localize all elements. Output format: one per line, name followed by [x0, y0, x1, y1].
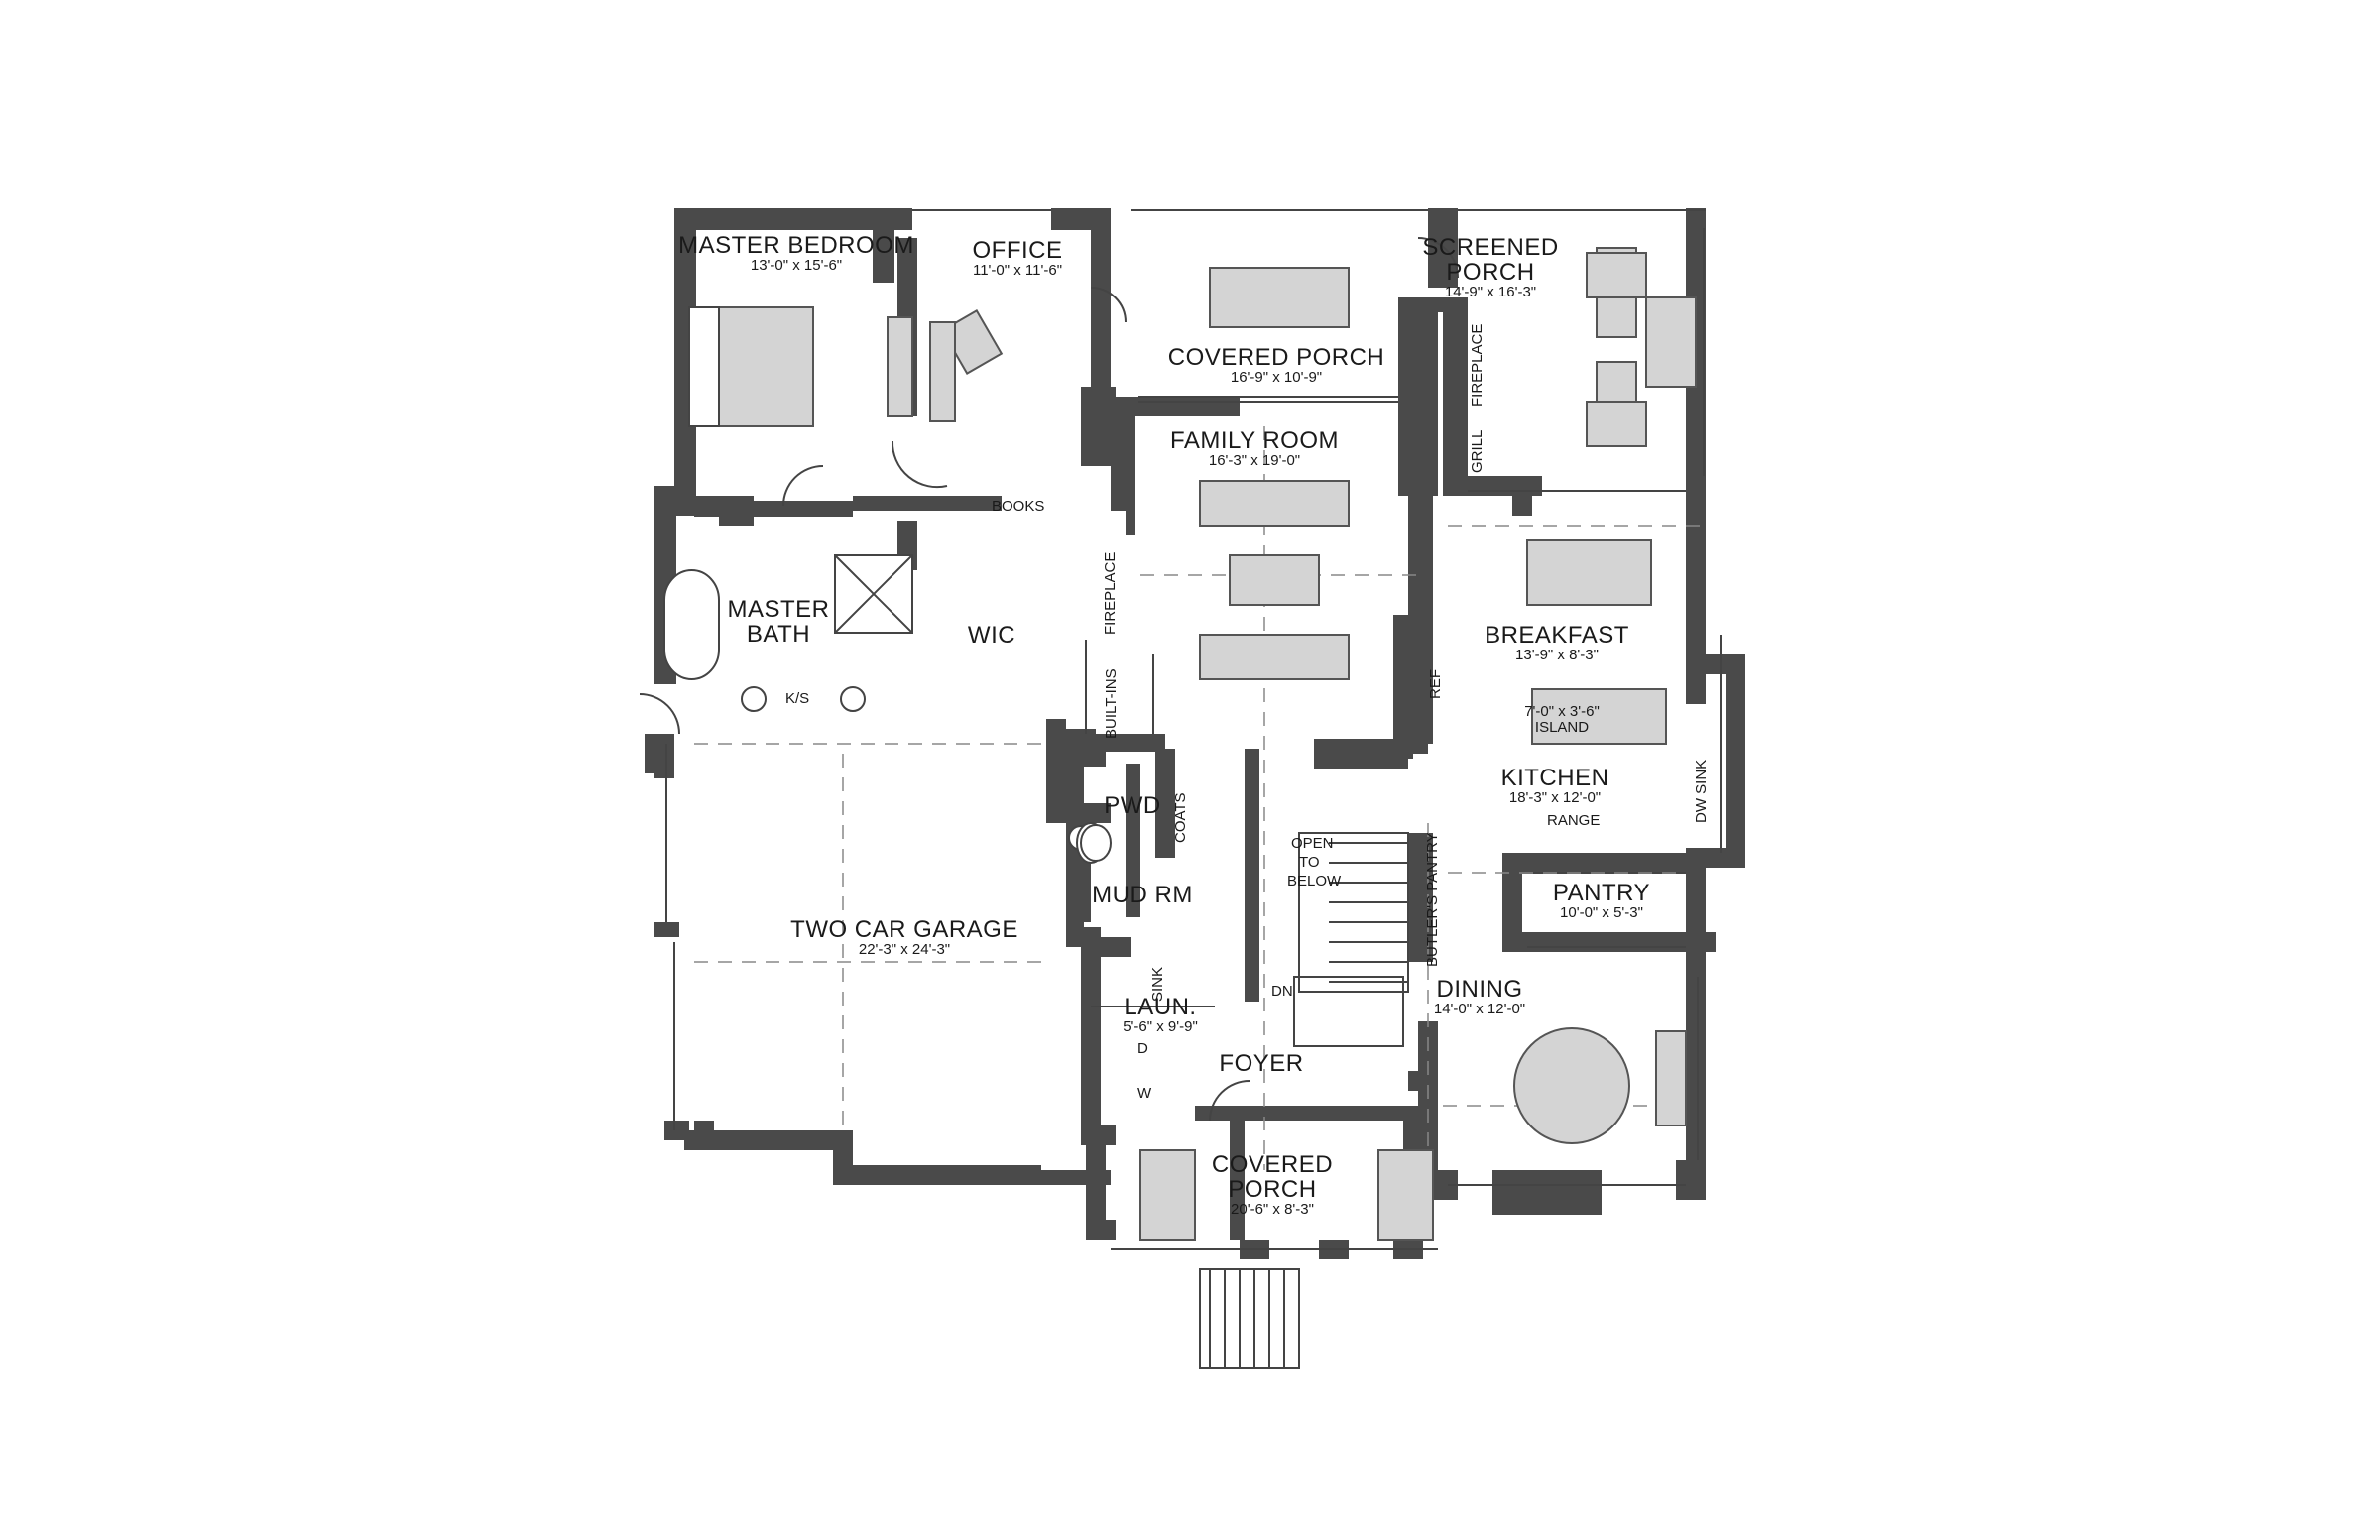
- label-built-ins: BUILT-INS: [1103, 668, 1120, 739]
- label-grill: GRILL: [1469, 429, 1486, 473]
- label-open-2: TO: [1299, 854, 1320, 871]
- room-covered-porch-front: COVERED PORCH 20'-6" x 8'-3": [1211, 1151, 1334, 1219]
- label-books: BOOKS: [992, 498, 1045, 515]
- room-pantry: PANTRY 10'-0" x 5'-3": [1552, 880, 1651, 922]
- label-open-3: BELOW: [1287, 873, 1342, 889]
- room-mud-rm: MUD RM: [1092, 882, 1193, 908]
- room-wic: WIC: [967, 622, 1016, 649]
- label-dryer: D: [1137, 1040, 1148, 1057]
- stairs: [1199, 832, 1409, 1369]
- room-family-room: FAMILY ROOM 16'-3" x 19'-0": [1170, 427, 1339, 470]
- label-ref: REF: [1427, 669, 1444, 699]
- window-lines: [665, 209, 1722, 1250]
- label-fireplace-family: FIREPLACE: [1102, 551, 1119, 635]
- island: [1531, 688, 1667, 745]
- sofa-top: [1199, 480, 1350, 527]
- room-screened-porch: SCREENED PORCH 14'-9" x 16'-3": [1422, 234, 1559, 301]
- room-laundry: LAUN. 5'-6" x 9'-9": [1123, 994, 1198, 1036]
- room-master-bath: MASTER BATH: [727, 596, 830, 649]
- room-kitchen: KITCHEN 18'-3" x 12'-0": [1500, 765, 1609, 807]
- label-fireplace-porch: FIREPLACE: [1469, 323, 1486, 407]
- label-open-1: OPEN: [1291, 835, 1334, 852]
- room-pwd: PWD: [1104, 792, 1161, 819]
- dining-table: [1513, 1027, 1630, 1144]
- label-ks: K/S: [785, 690, 810, 707]
- room-covered-porch-rear: COVERED PORCH 16'-9" x 10'-9": [1167, 344, 1385, 387]
- room-master-bedroom: MASTER BEDROOM 13'-0" x 15'-6": [678, 232, 914, 275]
- porch-table: [1209, 267, 1350, 328]
- kitchen-island: 7'-0" x 3'-6" ISLAND: [1524, 703, 1600, 736]
- furniture: [663, 247, 1697, 1241]
- label-butlers-pantry: BUTLER'S PANTRY: [1424, 832, 1441, 967]
- label-dw-sink: DW SINK: [1693, 759, 1710, 823]
- room-office: OFFICE 11'-0" x 11'-6": [972, 237, 1063, 280]
- room-dining: DINING 14'-0" x 12'-0": [1433, 976, 1526, 1018]
- label-range: RANGE: [1547, 812, 1601, 829]
- room-foyer: FOYER: [1219, 1050, 1304, 1077]
- room-breakfast: BREAKFAST 13'-9" x 8'-3": [1485, 622, 1629, 664]
- label-sink: SINK: [1149, 966, 1166, 1002]
- sofa-bottom: [1199, 634, 1350, 680]
- doors: [639, 237, 1459, 1122]
- coffee-table: [1229, 554, 1320, 606]
- label-dn: DN: [1271, 983, 1293, 1000]
- label-washer: W: [1137, 1085, 1152, 1102]
- ceiling-lines: [694, 426, 1706, 1230]
- breakfast-table: [1526, 539, 1652, 606]
- room-garage: TWO CAR GARAGE 22'-3" x 24'-3": [790, 916, 1018, 959]
- label-coats: COATS: [1172, 792, 1189, 843]
